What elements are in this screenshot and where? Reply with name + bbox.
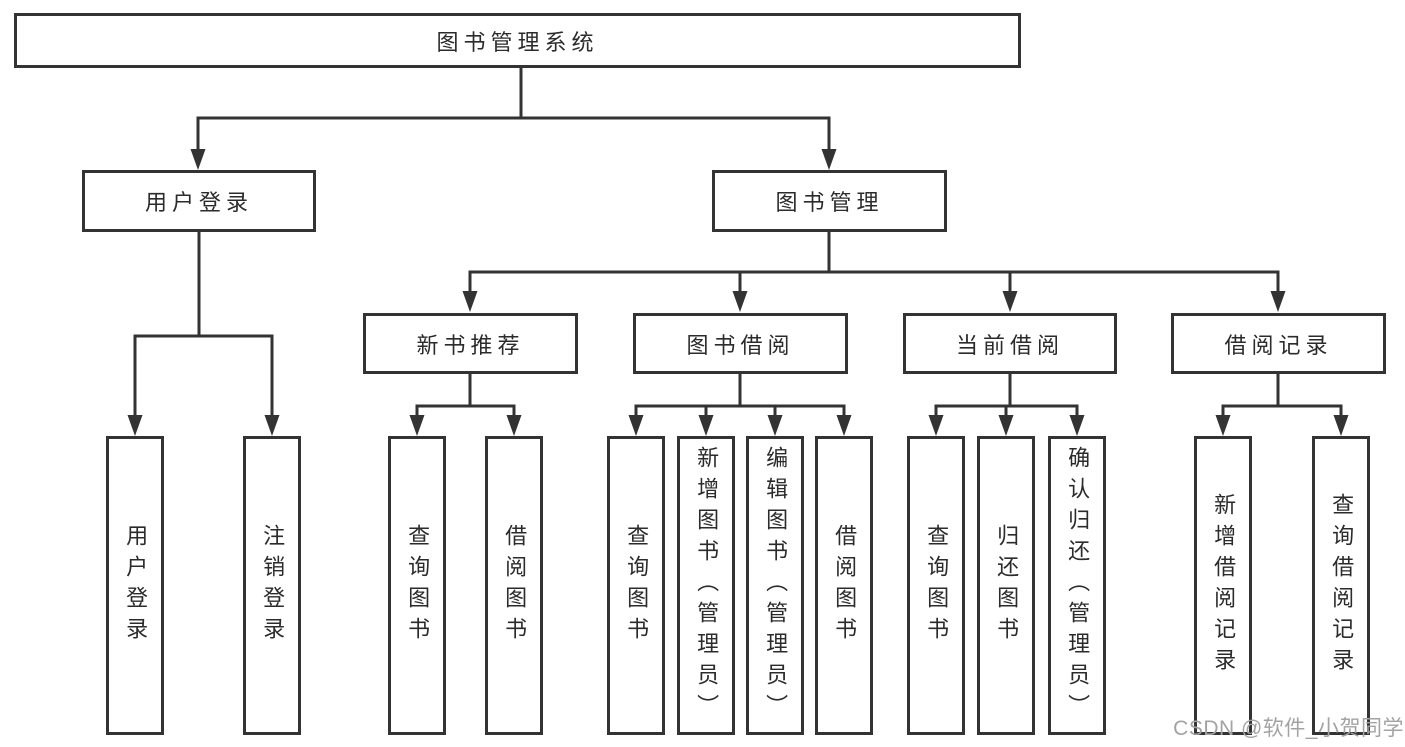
- connector-root-to-level2: [190, 68, 837, 170]
- leaf-logout-login: 注销登录: [243, 436, 301, 735]
- leaf-new-books-query-label: 查询图书: [405, 523, 431, 648]
- node-user-login-label: 用户登录: [144, 190, 253, 215]
- leaf-current-confirm-admin: 确认归还（管理员）: [1048, 436, 1106, 735]
- leaf-new-books-borrow-label: 借阅图书: [502, 523, 528, 648]
- connector-book-management-to-level3: [462, 232, 1286, 312]
- node-borrow-records-label: 借阅记录: [1224, 332, 1333, 358]
- node-root-label: 图书管理系统: [436, 29, 599, 55]
- node-book-management-label: 图书管理: [775, 190, 884, 215]
- node-book-management: 图书管理: [712, 170, 947, 232]
- node-new-books: 新书推荐: [363, 313, 578, 374]
- leaf-borrow-borrow: 借阅图书: [815, 436, 873, 735]
- node-root: 图书管理系统: [14, 13, 1021, 68]
- leaf-logout-login-label: 注销登录: [260, 523, 286, 648]
- connector-user-login-to-leaves: [127, 232, 280, 436]
- node-book-borrow: 图书借阅: [633, 313, 848, 374]
- leaf-user-login-label: 用户登录: [123, 523, 149, 648]
- leaf-current-return-label: 归还图书: [994, 523, 1020, 648]
- csdn-watermark: CSDN @软件_小贺同学: [1173, 717, 1404, 740]
- leaf-current-query: 查询图书: [907, 436, 965, 735]
- node-current-borrow-label: 当前借阅: [955, 332, 1064, 358]
- node-user-login: 用户登录: [82, 170, 316, 232]
- leaf-borrow-query: 查询图书: [607, 436, 665, 735]
- connector-borrow-records-to-leaves: [1215, 374, 1349, 436]
- leaf-current-return: 归还图书: [977, 436, 1035, 735]
- leaf-borrow-edit-admin: 编辑图书（管理员）: [746, 436, 804, 735]
- connector-book-borrow-to-leaves: [628, 374, 852, 436]
- leaf-borrow-query-label: 查询图书: [624, 523, 650, 648]
- leaf-current-confirm-admin-label: 确认归还（管理员）: [1065, 446, 1091, 725]
- leaf-borrow-borrow-label: 借阅图书: [832, 523, 858, 648]
- leaf-records-query-label: 查询借阅记录: [1329, 492, 1355, 679]
- connector-new-books-to-leaves: [409, 374, 522, 436]
- leaf-records-query: 查询借阅记录: [1312, 436, 1370, 735]
- leaf-records-add-label: 新增借阅记录: [1211, 492, 1237, 679]
- leaf-records-add: 新增借阅记录: [1194, 436, 1252, 735]
- node-new-books-label: 新书推荐: [416, 332, 525, 358]
- leaf-user-login: 用户登录: [106, 436, 164, 735]
- leaf-current-query-label: 查询图书: [924, 523, 950, 648]
- node-book-borrow-label: 图书借阅: [686, 332, 795, 358]
- leaf-new-books-query: 查询图书: [388, 436, 446, 735]
- leaf-new-books-borrow: 借阅图书: [485, 436, 543, 735]
- node-borrow-records: 借阅记录: [1171, 313, 1386, 374]
- node-current-borrow: 当前借阅: [903, 313, 1117, 374]
- connector-current-borrow-to-leaves: [928, 374, 1085, 436]
- leaf-borrow-add-admin: 新增图书（管理员）: [677, 436, 735, 735]
- leaf-borrow-edit-admin-label: 编辑图书（管理员）: [763, 446, 789, 725]
- leaf-borrow-add-admin-label: 新增图书（管理员）: [694, 446, 720, 725]
